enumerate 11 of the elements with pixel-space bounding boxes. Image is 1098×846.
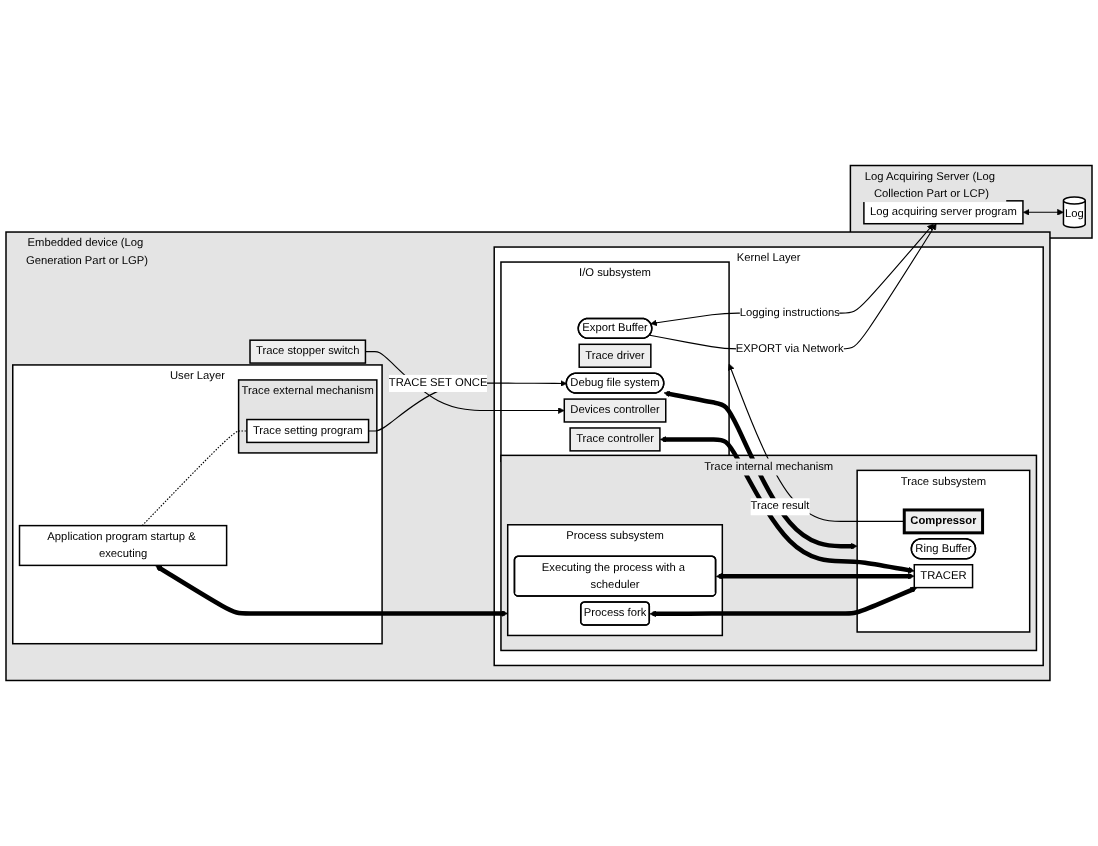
arrow <box>1022 209 1064 216</box>
arrow <box>364 351 565 414</box>
arrow <box>649 223 937 350</box>
arrow <box>650 223 934 327</box>
arrow <box>155 565 508 617</box>
arrow <box>715 572 915 580</box>
arrow <box>663 390 858 550</box>
arrow <box>649 586 918 618</box>
connector <box>141 430 248 527</box>
arrow <box>728 363 905 522</box>
arrow <box>659 436 915 574</box>
